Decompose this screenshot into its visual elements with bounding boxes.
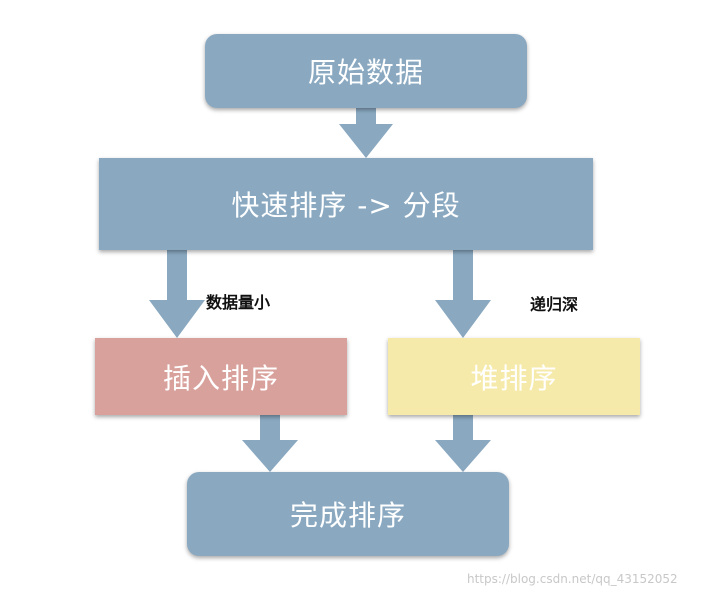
arrow-insertion-to-done	[242, 415, 298, 472]
arrow-start-to-quicksort	[339, 108, 393, 158]
node-label: 插入排序	[162, 361, 279, 395]
node-label: 完成排序	[289, 499, 406, 532]
node-label: 堆排序	[470, 361, 558, 395]
node-sort-complete: 完成排序	[187, 472, 509, 556]
node-heap-sort: 堆排序	[388, 338, 640, 415]
node-label: 快速排序 -> 分段	[231, 189, 461, 222]
node-insertion-sort: 插入排序	[95, 338, 347, 415]
node-label: 原始数据	[307, 56, 424, 89]
arrow-quicksort-to-heap	[435, 250, 491, 338]
node-original-data: 原始数据	[205, 34, 527, 108]
node-quick-sort: 快速排序 -> 分段	[99, 158, 593, 250]
arrow-heap-to-done	[435, 415, 491, 472]
edge-label-deep-recursion: 递归深	[530, 295, 579, 314]
edge-label-small-data: 数据量小	[206, 293, 271, 312]
watermark: https://blog.csdn.net/qq_43152052	[467, 572, 678, 586]
arrow-quicksort-to-insertion	[149, 250, 205, 338]
